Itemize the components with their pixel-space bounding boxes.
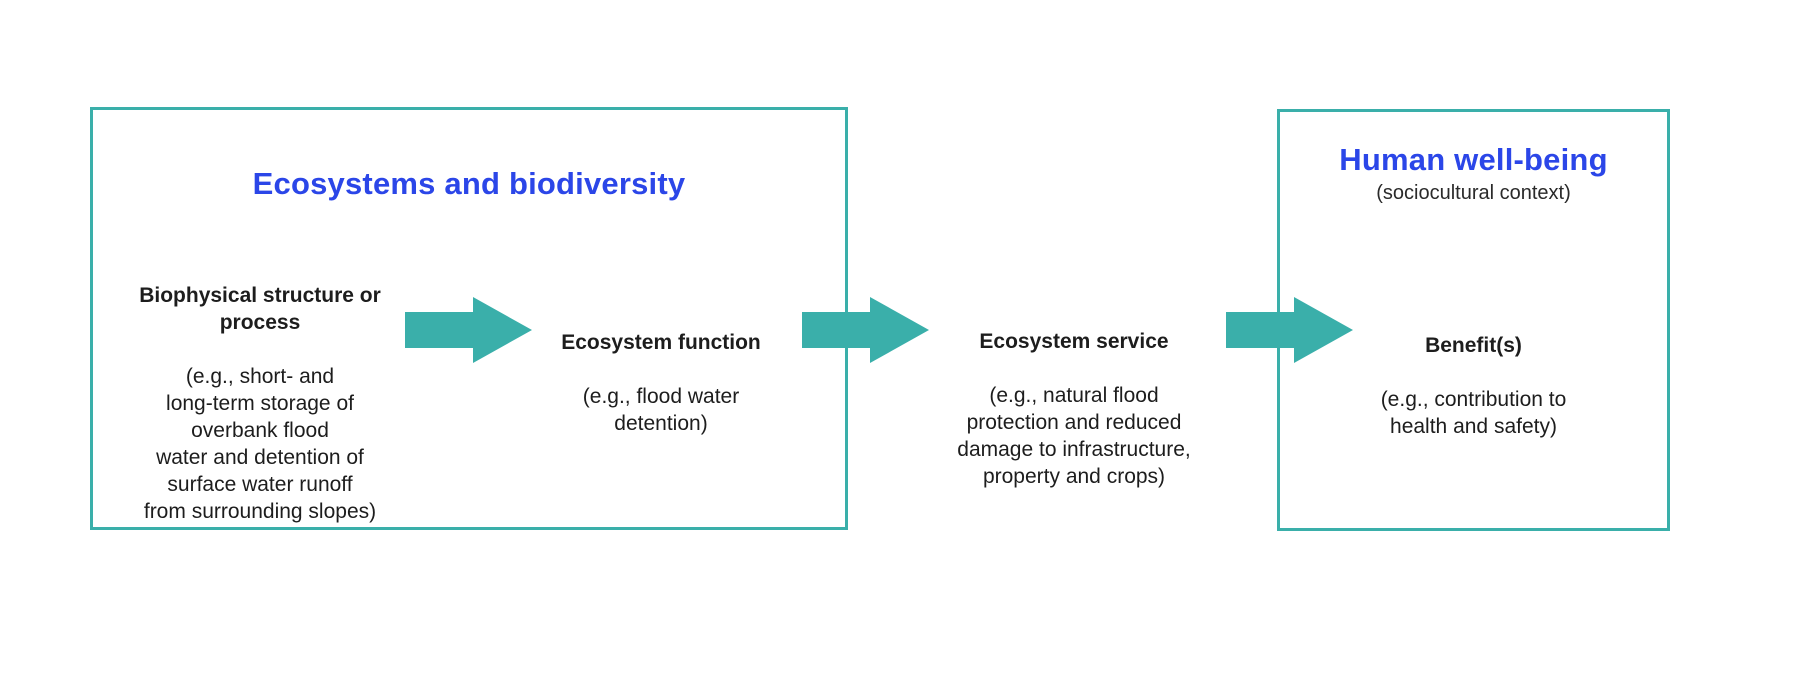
biophysical-structure-heading: Biophysical structure or process	[139, 284, 381, 334]
biophysical-structure-node: Biophysical structure or process (e.g., …	[120, 255, 400, 552]
arrow-right-icon-service-to-benefit	[1226, 297, 1353, 363]
ecosystem-function-detail: (e.g., flood water detention)	[582, 385, 740, 435]
ecosystems-biodiversity-box: Ecosystems and biodiversity Biophysical …	[90, 107, 848, 530]
benefits-detail: (e.g., contribution to health and safety…	[1380, 388, 1567, 438]
arrow-right-icon-function-to-service	[802, 297, 929, 363]
human-wellbeing-title: Human well-being	[1339, 142, 1608, 177]
ecosystem-service-node: Ecosystem service (e.g., natural flood p…	[934, 301, 1214, 517]
benefits-heading: Benefit(s)	[1425, 334, 1522, 357]
arrow-right-icon-biophysical-to-function	[405, 297, 532, 363]
ecosystem-function-heading: Ecosystem function	[561, 331, 761, 354]
benefits-node: Benefit(s) (e.g., contribution to health…	[1280, 305, 1667, 467]
ecosystem-service-detail: (e.g., natural flood protection and redu…	[957, 384, 1191, 488]
ecosystems-biodiversity-title: Ecosystems and biodiversity	[252, 166, 686, 201]
biophysical-structure-detail: (e.g., short- and long-term storage of o…	[143, 365, 377, 523]
ecosystem-service-heading: Ecosystem service	[979, 330, 1169, 353]
ecosystem-function-node: Ecosystem function (e.g., flood water de…	[521, 302, 801, 464]
human-wellbeing-subtitle: (sociocultural context)	[1376, 182, 1571, 204]
